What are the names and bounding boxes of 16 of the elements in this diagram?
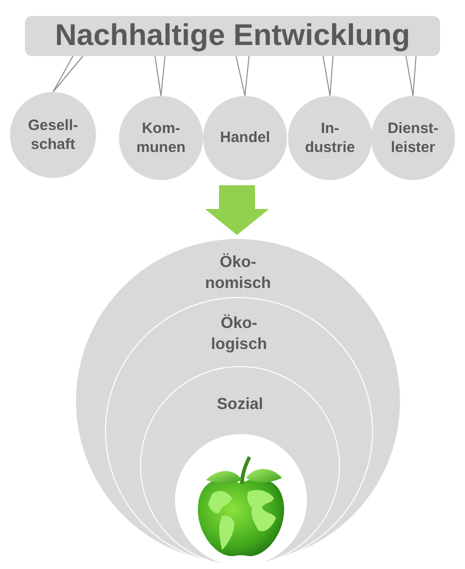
circle-label: Gesell- schaft bbox=[26, 116, 80, 154]
heading-box bbox=[25, 16, 440, 56]
callout-line bbox=[236, 56, 250, 96]
circle-label: In- dustrie bbox=[304, 118, 356, 158]
circle-label: Öko- nomisch bbox=[204, 253, 272, 294]
block-arrow bbox=[205, 185, 269, 235]
circle-label: Dienst- leister bbox=[386, 118, 440, 158]
circle-label: Öko- logisch bbox=[210, 314, 268, 355]
callout-line bbox=[154, 56, 166, 96]
callout-line bbox=[322, 56, 334, 96]
callout-line bbox=[52, 56, 84, 92]
callout-line bbox=[406, 56, 416, 96]
circle-label: Kom- munen bbox=[135, 118, 187, 158]
circle-label: Sozial bbox=[216, 395, 264, 415]
heading-text: Nachhaltige Entwicklung bbox=[54, 19, 410, 53]
circle-label: Handel bbox=[218, 128, 271, 148]
